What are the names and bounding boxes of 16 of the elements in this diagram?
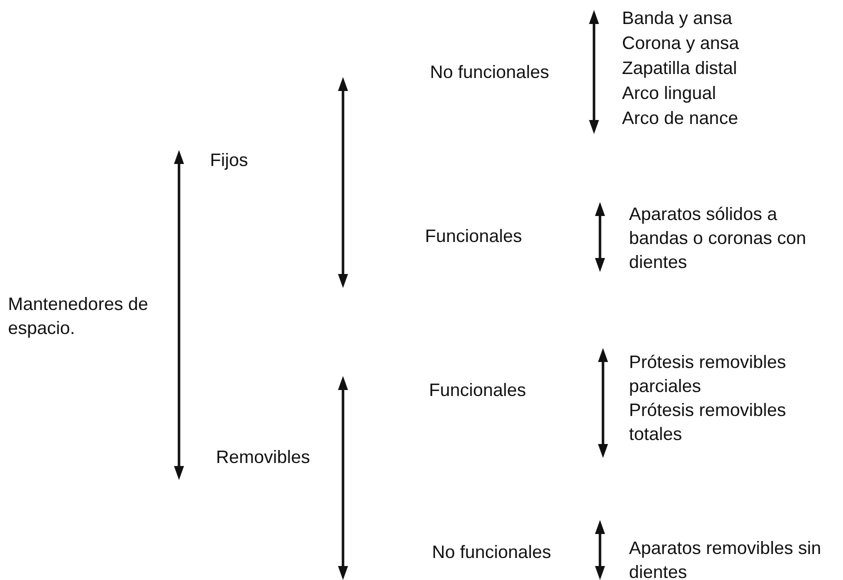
- label-text: Prótesis removibles totales: [629, 399, 788, 446]
- label-text: Aparatos sólidos a bandas o coronas con dientes: [629, 203, 808, 274]
- label-text: Prótesis removibles parciales: [629, 351, 788, 398]
- label-text: Arco de nance: [622, 107, 738, 130]
- label-text: Mantenedores de espacio.: [8, 293, 150, 340]
- label-text: Banda y ansa: [622, 7, 732, 30]
- label-text: Funcionales: [429, 379, 526, 402]
- label-text: Fijos: [210, 149, 248, 172]
- label-text: Removibles: [216, 446, 310, 469]
- label-text: Arco lingual: [622, 82, 716, 105]
- label-text: No funcionales: [432, 541, 552, 564]
- label-text: No funcionales: [430, 61, 550, 84]
- label-text: Funcionales: [425, 225, 522, 248]
- label-text: Aparatos removibles sin dientes: [629, 537, 822, 580]
- label-text: Zapatilla distal: [622, 57, 738, 80]
- label-text: Corona y ansa: [622, 32, 740, 55]
